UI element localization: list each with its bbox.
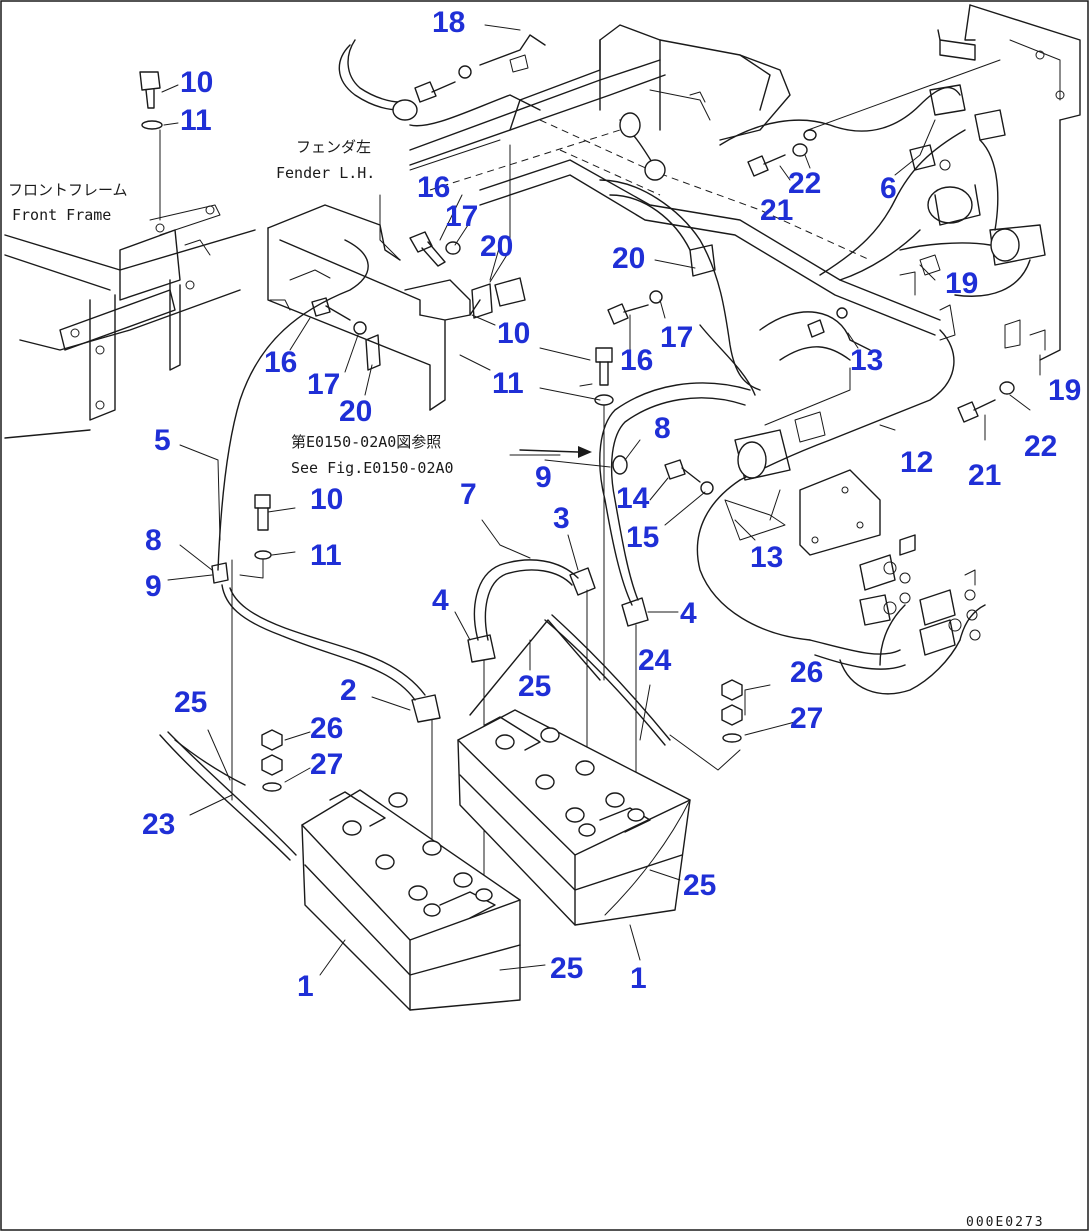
callout-12: 12 — [900, 446, 933, 479]
callout-14: 14 — [616, 482, 650, 515]
callout-22: 22 — [788, 167, 821, 200]
callout-13: 13 — [750, 541, 783, 574]
callout-1: 1 — [297, 970, 314, 1003]
callout-21: 21 — [760, 194, 793, 227]
front-frame — [4, 204, 256, 439]
callout-25: 25 — [683, 869, 716, 902]
callout-23: 23 — [142, 808, 175, 841]
cross-member — [409, 59, 941, 336]
callout-26: 26 — [790, 656, 823, 689]
leader-lines — [161, 24, 1041, 976]
callout-18: 18 — [432, 6, 465, 39]
callouts: 18 10 11 16 17 20 20 10 16 17 20 11 16 1… — [142, 6, 1081, 1003]
callout-20: 20 — [612, 242, 645, 275]
frame-note-jp: フロントフレーム — [8, 181, 128, 199]
callout-11: 11 — [492, 367, 524, 400]
callout-7: 7 — [460, 478, 477, 511]
drawing-code: 000E0273 — [966, 1215, 1045, 1230]
callout-9: 9 — [535, 461, 552, 494]
callout-13: 13 — [850, 344, 883, 377]
wire-harness-12 — [696, 329, 986, 695]
relay-box — [724, 411, 881, 556]
callout-27: 27 — [790, 702, 823, 735]
callout-24: 24 — [638, 644, 672, 677]
callout-16: 16 — [620, 344, 653, 377]
rear-frame — [509, 24, 791, 141]
callout-27: 27 — [310, 748, 343, 781]
callout-10: 10 — [180, 66, 213, 99]
callout-10: 10 — [497, 317, 530, 350]
fender-note-en: Fender L.H. — [276, 164, 375, 182]
callout-1: 1 — [630, 962, 647, 995]
callout-16: 16 — [417, 171, 450, 204]
callout-4: 4 — [432, 584, 449, 617]
callout-8: 8 — [145, 524, 162, 557]
callout-20: 20 — [339, 395, 372, 428]
callout-26: 26 — [310, 712, 343, 745]
ref-note-en: See Fig.E0150-02A0 — [291, 459, 454, 477]
fender-lh — [267, 204, 481, 411]
callout-19: 19 — [945, 267, 978, 300]
frame-note-en: Front Frame — [12, 206, 111, 224]
callout-11: 11 — [180, 104, 212, 137]
battery-left — [301, 789, 521, 1011]
callout-2: 2 — [340, 674, 357, 707]
cables — [217, 39, 761, 701]
callout-4: 4 — [680, 597, 697, 630]
battery-relay-cluster — [899, 84, 1046, 351]
callout-17: 17 — [445, 200, 478, 233]
callout-17: 17 — [660, 321, 693, 354]
callout-19: 19 — [1048, 374, 1081, 407]
ref-note-jp: 第E0150-02A0図参照 — [291, 433, 441, 451]
callout-22: 22 — [1024, 430, 1057, 463]
callout-15: 15 — [626, 521, 659, 554]
callout-17: 17 — [307, 368, 340, 401]
callout-9: 9 — [145, 570, 162, 603]
callout-10: 10 — [310, 483, 343, 516]
callout-6: 6 — [880, 172, 897, 205]
terminal-connectors — [859, 534, 981, 656]
hardware — [139, 34, 1015, 792]
callout-3: 3 — [553, 502, 570, 535]
rear-panel — [937, 4, 1081, 361]
callout-5: 5 — [154, 424, 171, 457]
battery-right — [457, 709, 691, 926]
callout-16: 16 — [264, 346, 297, 379]
callout-8: 8 — [654, 412, 671, 445]
callout-25: 25 — [550, 952, 583, 985]
callout-25: 25 — [174, 686, 207, 719]
callout-11: 11 — [310, 539, 342, 572]
callout-25: 25 — [518, 670, 551, 703]
wire-harness-6 — [719, 86, 1031, 361]
callout-20: 20 — [480, 230, 513, 263]
callout-21: 21 — [968, 459, 1001, 492]
notes: フェンダ左 Fender L.H. フロントフレーム Front Frame 第… — [8, 138, 1045, 1230]
fender-note-jp: フェンダ左 — [296, 138, 371, 156]
